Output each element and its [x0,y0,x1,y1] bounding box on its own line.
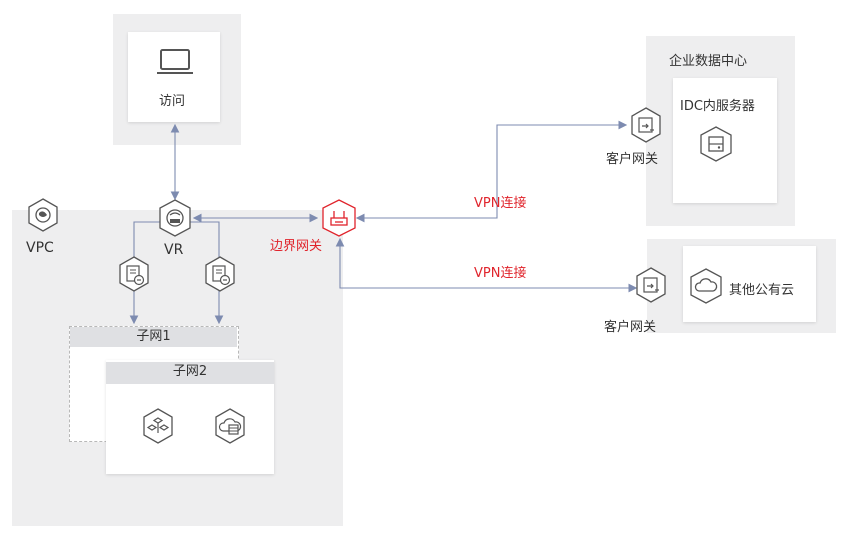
vpc-label: VPC [26,240,54,256]
vpn-connection-label: VPN连接 [474,196,527,211]
route-table-icon [205,256,235,292]
vpn-connection-label: VPN连接 [474,266,527,281]
route-table-icon [119,256,149,292]
gateway-idc-link [355,120,628,223]
customer-gateway-icon [631,107,661,143]
vpc-icon [28,198,58,232]
vr-label: VR [164,242,184,258]
subnet1-header: 子网1 [70,327,237,347]
border-gateway-label: 边界网关 [270,239,323,254]
cloud-storage-icon [215,408,245,444]
cloud-customer-gateway-label: 客户网关 [604,320,657,335]
gateway-cloud-link [335,237,638,293]
public-cloud-label: 其他公有云 [729,283,795,298]
idc-customer-gateway-label: 客户网关 [606,152,659,167]
idc-title: 企业数据中心 [669,54,748,69]
cloud-icon [690,268,722,304]
border-gateway-icon [322,199,356,237]
access-card [128,32,220,122]
cubes-icon [143,408,173,444]
idc-server-label: IDC内服务器 [680,99,755,114]
subnet2-header: 子网2 [106,362,274,384]
laptop-icon [157,49,193,74]
customer-gateway-icon [636,267,666,303]
router-icon [159,199,191,237]
access-label: 访问 [159,94,186,109]
server-icon [700,126,732,162]
